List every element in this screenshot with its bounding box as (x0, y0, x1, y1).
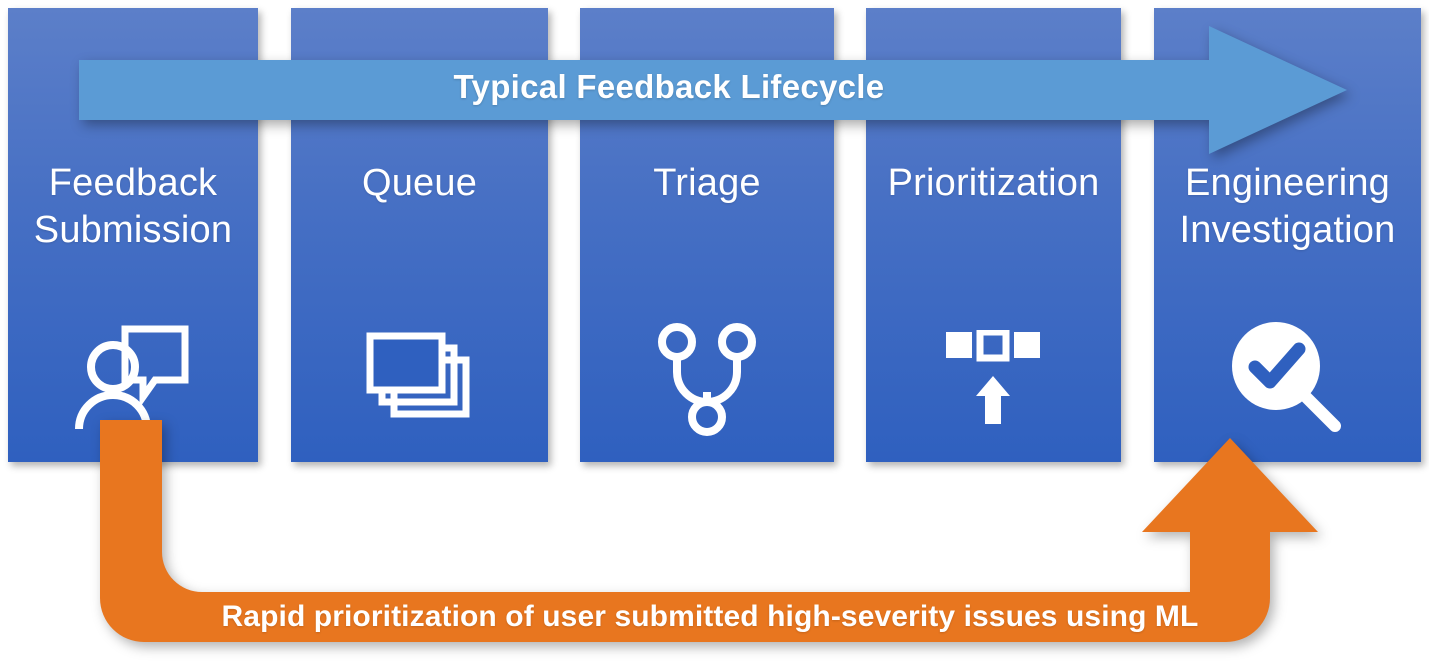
stage-label-engineering-investigation: Engineering Investigation (1179, 162, 1396, 251)
stage-label-feedback-submission: Feedback Submission (33, 162, 233, 251)
stage-label-prioritization: Prioritization (887, 162, 1100, 204)
stage-label-triage: Triage (653, 162, 761, 204)
magnifier-checkmark-icon (1154, 308, 1421, 448)
lifecycle-arrow (79, 26, 1347, 154)
branch-merge-icon (580, 308, 834, 448)
stage-label-queue: Queue (361, 162, 478, 204)
person-speech-bubble-icon (8, 308, 258, 448)
feedback-loop-arrow (100, 420, 1318, 642)
stacked-cards-icon (291, 308, 548, 448)
ranked-squares-up-arrow-icon (866, 308, 1121, 448)
